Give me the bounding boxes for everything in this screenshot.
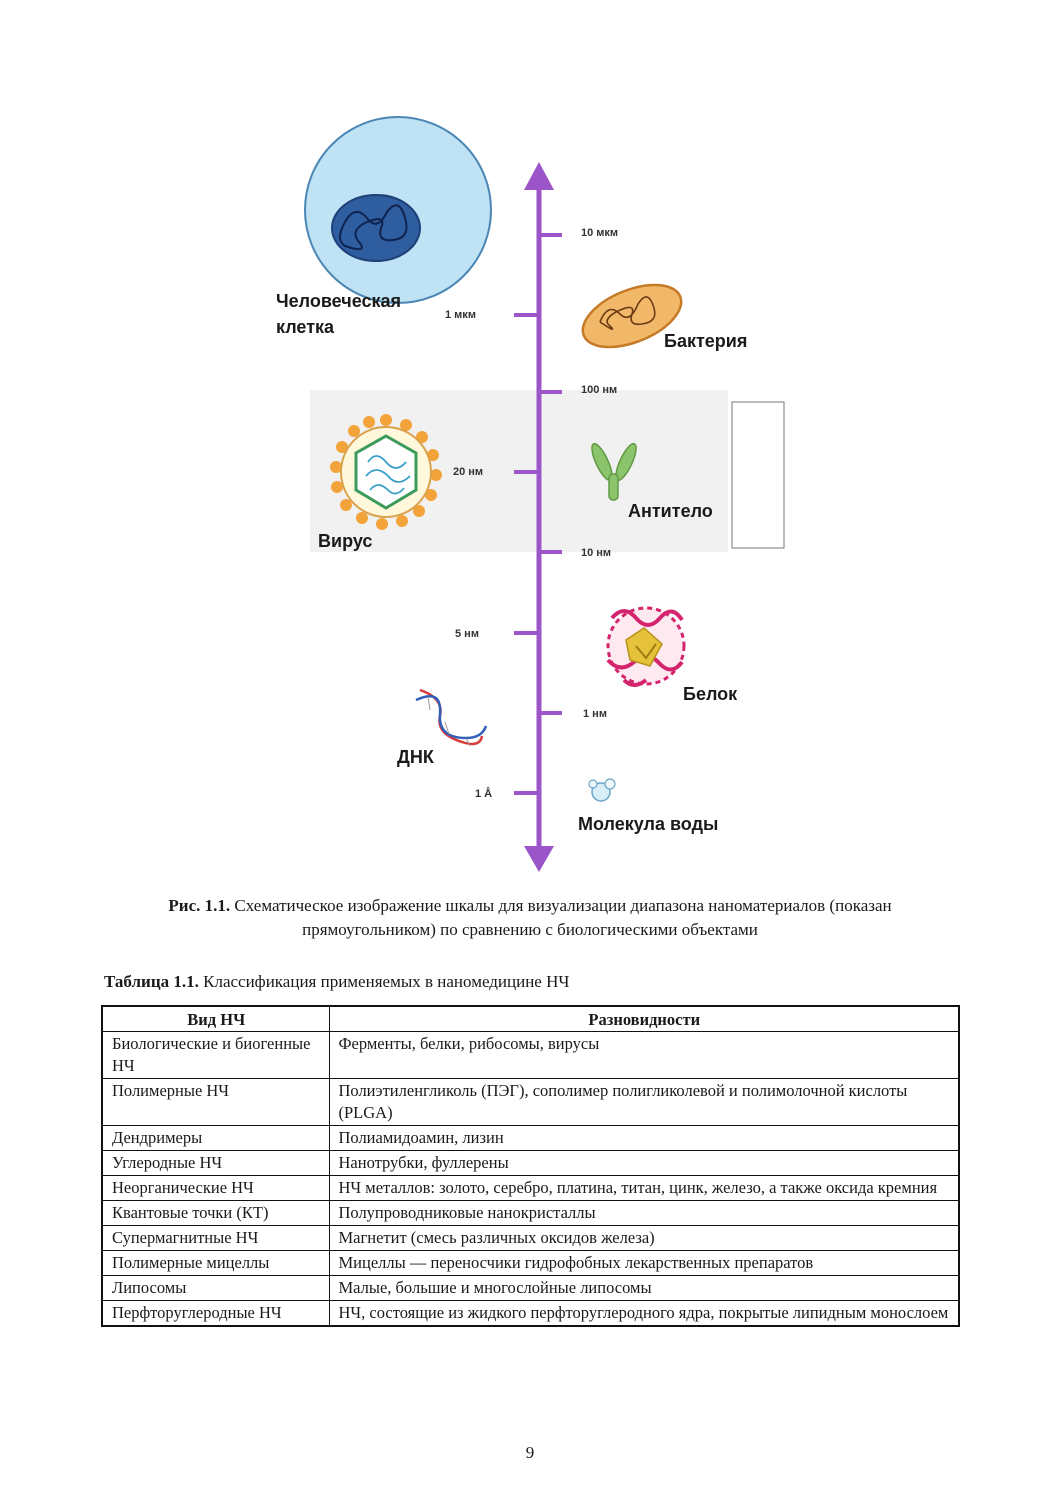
tick-10um: 10 мкм [581,227,618,239]
cell-type: Неорганические НЧ [101,1175,330,1201]
label-bacteria: Бактерия [664,331,747,351]
bacteria-icon [581,283,683,349]
tick-1nm: 1 нм [583,708,607,720]
tick-10nm: 10 нм [581,547,611,559]
cell-varieties: Ферменты, белки, рибосомы, вирусы [328,1031,960,1079]
table-header-row: Вид НЧ Разновидности [101,1005,960,1032]
header-varieties: Разновидности [328,1005,960,1032]
cell-varieties: Полиамидоамин, лизин [328,1125,960,1151]
cell-type: Полимерные НЧ [101,1078,330,1126]
label-virus: Вирус [318,531,372,551]
cell-varieties: НЧ, состоящие из жидкого перфторуглеродн… [328,1300,960,1327]
scale-axis [514,162,562,872]
page-number: 9 [525,1443,535,1462]
figure-caption: Рис. 1.1. Схематическое изображение шкал… [110,894,950,942]
label-antibody: Антитело [628,501,713,521]
cell-type: Полимерные мицеллы [101,1250,330,1276]
cell-type: Дендримеры [101,1125,330,1151]
cell-type: Супермагнитные НЧ [101,1225,330,1251]
label-dna: ДНК [397,747,435,767]
classification-table: Вид НЧ Разновидности Биологические и био… [101,1005,960,1327]
protein-icon [606,606,686,687]
tick-1um: 1 мкм [445,309,476,321]
header-type: Вид НЧ [101,1005,330,1032]
cell-type: Квантовые точки (КТ) [101,1200,330,1226]
caption-text: Схематическое изображение шкалы для визу… [230,896,892,939]
virus-icon [330,414,442,530]
label-cell-line2: клетка [276,317,335,337]
antibody-icon [591,442,637,501]
dna-icon [415,688,488,747]
water-molecule-icon [588,778,616,802]
tick-5nm: 5 нм [455,628,479,640]
table-title: Таблица 1.1. Классификация применяемых в… [104,972,569,992]
cell-type: Углеродные НЧ [101,1150,330,1176]
cell-varieties: Нанотрубки, фуллерены [328,1150,960,1176]
tick-100nm: 100 нм [581,384,617,396]
cell-varieties: НЧ металлов: золото, серебро, платина, т… [328,1175,960,1201]
caption-label: Рис. 1.1. [168,896,231,915]
table-title-text: Классификация применяемых в наномедицине… [198,972,570,991]
label-water: Молекула воды [578,814,718,834]
label-cell-line1: Человеческая [276,291,401,311]
cell-varieties: Малые, большие и многослойные липосомы [328,1275,960,1301]
cell-type: Липосомы [101,1275,330,1301]
cell-varieties: Полиэтиленгликоль (ПЭГ), сополимер полиг… [328,1078,960,1126]
label-protein: Белок [683,684,738,704]
cell-varieties: Полупроводниковые нанокристаллы [328,1200,960,1226]
nanoscale-figure: Человеческая клетка Бактерия Вирус Антит… [276,116,785,872]
human-cell-icon [304,116,492,304]
cell-type: Перфторуглеродные НЧ [101,1300,330,1327]
tick-1a: 1 Å [475,787,492,800]
tick-20nm: 20 нм [453,466,483,478]
table-row: Квантовые точки (КТ)Полупроводниковые на… [101,1200,960,1226]
nanomaterial-range-box [731,401,785,549]
cell-type: Биологические и биогенные НЧ [101,1031,330,1079]
cell-varieties: Мицеллы — переносчики гидрофобных лекарс… [328,1250,960,1276]
table-title-label: Таблица 1.1. [104,972,199,991]
cell-varieties: Магнетит (смесь различных оксидов железа… [328,1225,960,1251]
